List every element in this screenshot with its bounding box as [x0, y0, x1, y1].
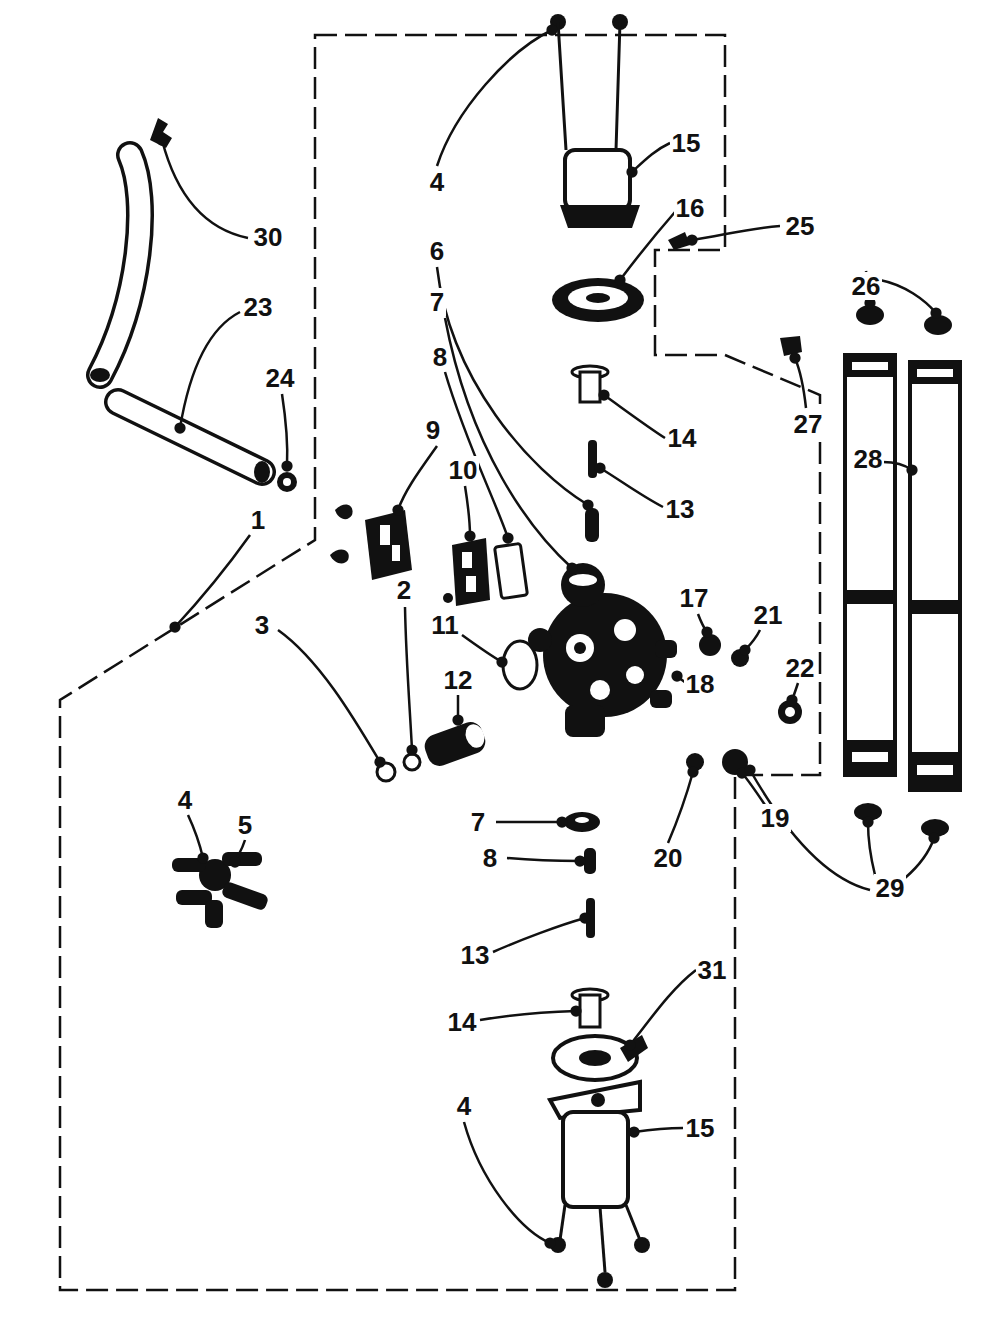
- callout-number: 7: [469, 808, 487, 836]
- callout-number: 18: [684, 670, 717, 698]
- callout-number: 1: [249, 506, 267, 534]
- callout-number: 26: [850, 272, 883, 300]
- callout-number: 28: [852, 445, 885, 473]
- callout-number: 15: [684, 1114, 717, 1142]
- spring: [585, 508, 599, 542]
- callout-number: 25: [784, 212, 817, 240]
- valve-plate: [443, 538, 490, 606]
- callout-number: 27: [792, 410, 825, 438]
- screw: [668, 232, 690, 250]
- callout-number: 30: [252, 223, 285, 251]
- callout-number: 13: [459, 941, 492, 969]
- hose-clamp: [277, 472, 297, 492]
- pin: [588, 440, 597, 478]
- callout-number: 12: [442, 666, 475, 694]
- callout-number: 14: [666, 424, 699, 452]
- callout-number: 8: [431, 343, 449, 371]
- callout-number: 4: [176, 786, 194, 814]
- callout-number: 6: [428, 237, 446, 265]
- callout-number: 9: [424, 416, 442, 444]
- callout-number: 10: [447, 456, 480, 484]
- screw: [780, 336, 802, 356]
- callout-number: 5: [236, 811, 254, 839]
- callout-number: 24: [264, 364, 297, 392]
- callout-number: 3: [253, 611, 271, 639]
- ring: [404, 754, 420, 770]
- callout-number: 14: [446, 1008, 479, 1036]
- callout-number: 16: [674, 194, 707, 222]
- hose-clip: [150, 118, 172, 148]
- callout-number: 17: [678, 584, 711, 612]
- callout-number: 8: [481, 844, 499, 872]
- gasket-disk: [552, 278, 644, 322]
- ring: [377, 763, 395, 781]
- check-valve: [421, 719, 488, 770]
- assembly-outline: [60, 35, 820, 1290]
- lower-stack: [550, 812, 650, 1288]
- callout-number: 15: [670, 129, 703, 157]
- callout-number: 2: [395, 576, 413, 604]
- callout-number: 21: [752, 601, 785, 629]
- callout-number: 4: [455, 1092, 473, 1120]
- callout-number: 31: [696, 956, 729, 984]
- callout-number: 22: [784, 654, 817, 682]
- fitting-cluster: [172, 852, 269, 928]
- callout-number: 19: [759, 804, 792, 832]
- pump-body: [528, 563, 677, 737]
- callout-number: 13: [664, 495, 697, 523]
- callout-number: 7: [428, 288, 446, 316]
- valve-plate: [330, 505, 412, 580]
- filter-tube: [910, 315, 960, 837]
- callout-number: 11: [429, 611, 461, 639]
- callout-number: 20: [652, 844, 685, 872]
- bushing: [572, 366, 608, 402]
- gasket: [495, 543, 528, 598]
- upper-housing: [550, 14, 640, 228]
- leader-lines: [162, 30, 936, 1243]
- callout-number: 4: [428, 168, 446, 196]
- callout-number: 29: [874, 874, 907, 902]
- callout-number: 23: [242, 293, 275, 321]
- filter-tube: [845, 305, 895, 821]
